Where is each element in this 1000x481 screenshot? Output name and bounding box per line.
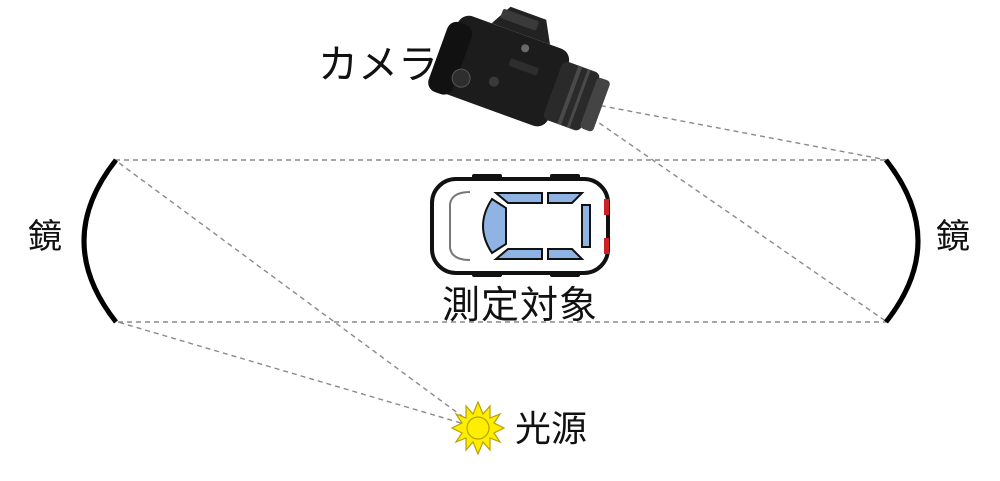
car-window-bottom-front xyxy=(493,248,543,260)
mirror-left-label: 鏡 xyxy=(28,217,62,257)
mirror-right xyxy=(884,158,921,324)
light-source-label: 光源 xyxy=(515,409,588,450)
target-label: 測定対象 xyxy=(442,283,599,327)
camera-label: カメラ xyxy=(318,42,438,88)
camera-icon xyxy=(428,6,610,132)
mirror-left xyxy=(81,158,118,324)
car-taillight-top xyxy=(604,199,609,215)
sun-icon xyxy=(450,400,506,456)
car-icon xyxy=(430,174,610,277)
ray-lines xyxy=(114,103,888,429)
ray-light-to-left-mirror-bottom xyxy=(117,321,479,429)
mirror-right-label: 鏡 xyxy=(936,217,970,257)
ray-light-to-left-mirror-top xyxy=(114,159,479,429)
ray-camera-to-right-mirror-bottom xyxy=(591,117,888,323)
car-window-bottom-rear xyxy=(547,248,585,260)
ray-camera-to-right-mirror-top xyxy=(591,103,888,161)
car-windshield xyxy=(482,197,507,255)
car-rear-window xyxy=(581,204,591,248)
car-window-top-rear xyxy=(547,192,585,204)
car-window-top-front xyxy=(493,192,543,204)
car-taillight-bottom xyxy=(604,238,609,254)
